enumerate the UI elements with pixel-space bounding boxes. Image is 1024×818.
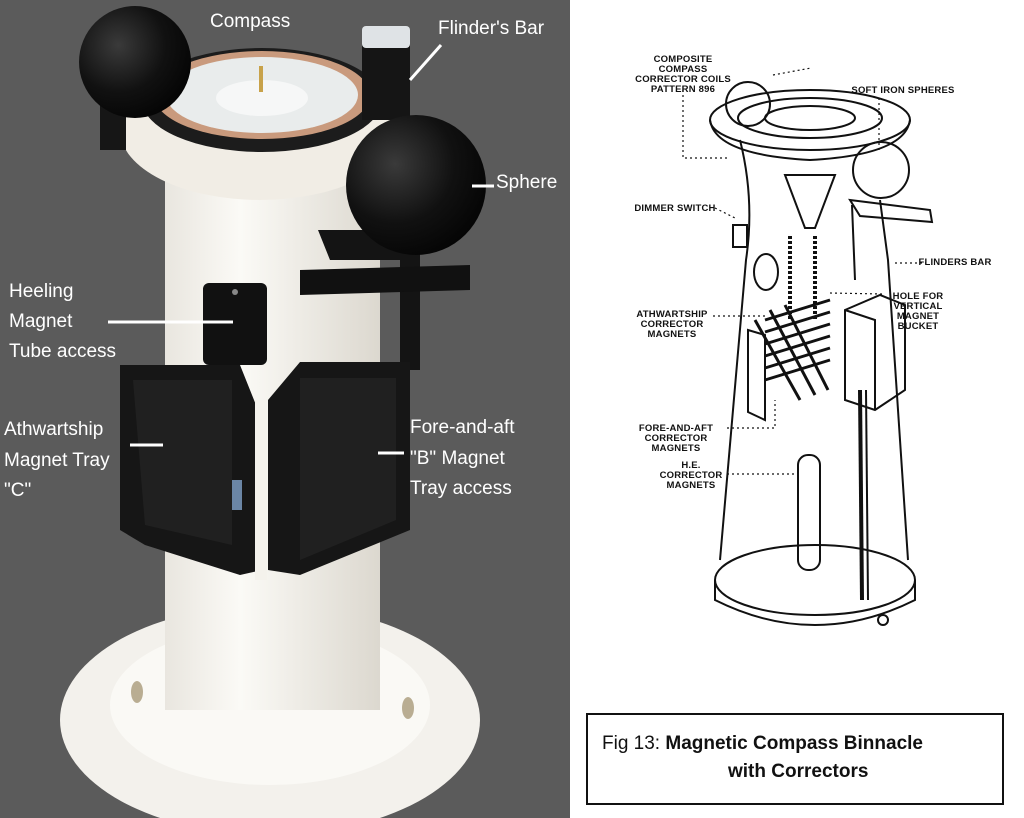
figure-caption: Fig 13: Magnetic Compass Binnacle with C… xyxy=(586,713,1004,805)
caption-line2: with Correctors xyxy=(728,761,869,782)
label-sphere: Sphere xyxy=(496,172,558,193)
label-compass: Compass xyxy=(210,11,291,32)
label-athwartship-line2: Magnet Tray xyxy=(4,450,110,471)
label-foreaft-line1: Fore-and-aft xyxy=(410,417,515,438)
label-heeling-line3: Tube access xyxy=(9,341,117,362)
soft-iron-sphere-left xyxy=(79,6,191,118)
binnacle-photo: Compass Flinder's Bar Sphere Heeling Mag… xyxy=(0,0,570,818)
diagram-label-coils: COMPOSITE COMPASS CORRECTOR COILS PATTER… xyxy=(635,54,731,95)
label-foreaft-line2: "B" Magnet xyxy=(410,448,505,469)
heeling-access-plate xyxy=(203,283,267,365)
label-heeling-line2: Magnet xyxy=(9,311,73,332)
diagram-label-athwartship: ATHWARTSHIP CORRECTOR MAGNETS xyxy=(636,309,708,340)
diagram-label-spheres: SOFT IRON SPHERES xyxy=(851,85,955,96)
label-heeling-line1: Heeling xyxy=(9,281,74,302)
diagram-label-dimmer: DIMMER SWITCH xyxy=(634,203,716,214)
flinders-bar-pointer xyxy=(408,44,443,81)
diagram-label-he: H.E. CORRECTOR MAGNETS xyxy=(659,460,723,491)
binnacle-line-drawing xyxy=(682,67,934,626)
label-flinders-bar: Flinder's Bar xyxy=(438,18,545,39)
binnacle-illustration xyxy=(60,6,494,818)
soft-iron-sphere-right xyxy=(346,115,486,255)
label-athwartship-line3: "C" xyxy=(4,480,32,501)
diagram-label-flinders: FLINDERS BAR xyxy=(918,257,992,268)
label-athwartship-line1: Athwartship xyxy=(4,419,104,440)
binnacle-diagram: COMPOSITE COMPASS CORRECTOR COILS PATTER… xyxy=(570,0,1024,818)
diagram-label-hole: HOLE FOR VERTICAL MAGNET BUCKET xyxy=(892,291,944,332)
diagram-label-fore-aft: FORE-AND-AFT CORRECTOR MAGNETS xyxy=(638,423,714,454)
label-foreaft-line3: Tray access xyxy=(410,478,512,499)
caption-line1: Fig 13: Magnetic Compass Binnacle xyxy=(602,733,923,754)
